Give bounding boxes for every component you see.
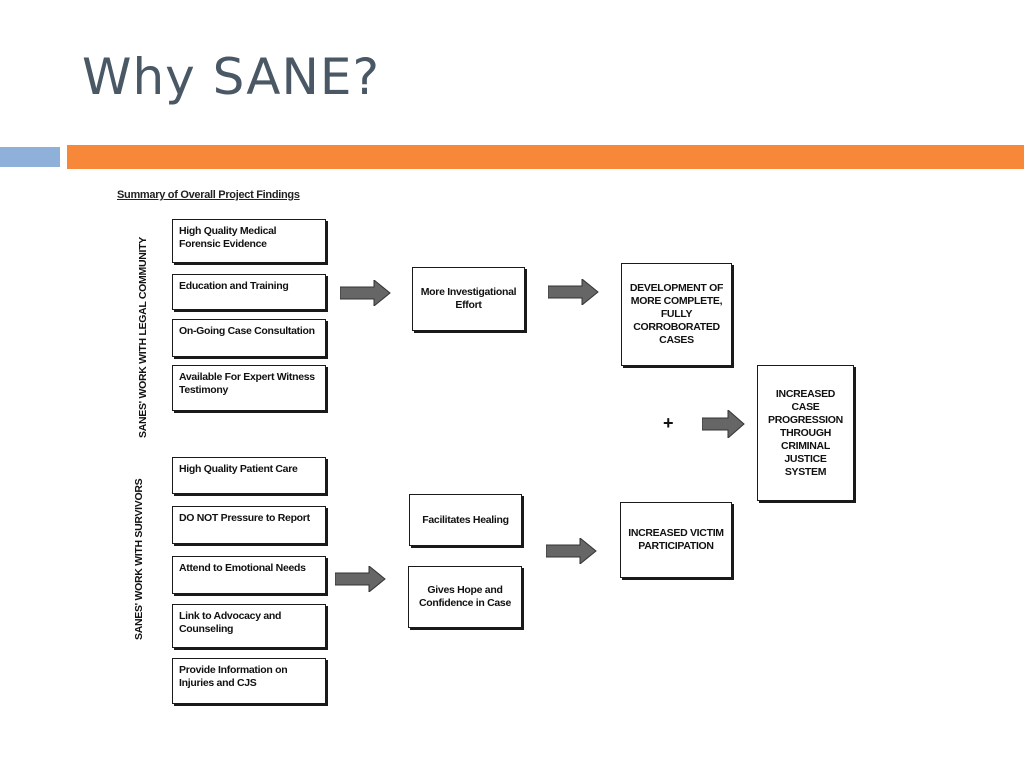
accent-bar-orange — [67, 145, 1024, 169]
arrow-icon — [546, 538, 597, 564]
survivor-item-patient-care: High Quality Patient Care — [172, 457, 326, 494]
box-facilitates-healing: Facilitates Healing — [409, 494, 522, 546]
legal-item-forensic-evidence: High Quality Medical Forensic Evidence — [172, 219, 326, 263]
box-case-progression: INCREASED CASE PROGRESSION THROUGH CRIMI… — [757, 365, 854, 501]
legal-item-education-training: Education and Training — [172, 274, 326, 310]
box-corroborated-cases: DEVELOPMENT OF MORE COMPLETE, FULLY CORR… — [621, 263, 732, 366]
box-investigational-effort: More Investigational Effort — [412, 267, 525, 331]
box-gives-hope: Gives Hope and Confidence in Case — [408, 566, 522, 628]
arrow-icon — [340, 280, 391, 306]
survivor-item-emotional-needs: Attend to Emotional Needs — [172, 556, 326, 594]
slide-title: Why SANE? — [82, 48, 381, 106]
arrow-icon — [548, 279, 599, 305]
legal-item-case-consultation: On-Going Case Consultation — [172, 319, 326, 357]
survivor-item-no-pressure: DO NOT Pressure to Report — [172, 506, 326, 544]
survivor-item-advocacy: Link to Advocacy and Counseling — [172, 604, 326, 648]
arrow-icon — [335, 566, 386, 592]
plus-sign: + — [663, 413, 674, 433]
survivor-item-information: Provide Information on Injuries and CJS — [172, 658, 326, 704]
summary-heading: Summary of Overall Project Findings — [117, 189, 300, 201]
accent-bar-blue — [0, 147, 60, 167]
legal-item-expert-testimony: Available For Expert Witness Testimony — [172, 365, 326, 411]
group-label-legal: SANES' WORK WITH LEGAL COMMUNITY — [137, 237, 149, 438]
group-label-survivors: SANES' WORK WITH SURVIVORS — [133, 478, 145, 640]
box-victim-participation: INCREASED VICTIM PARTICIPATION — [620, 502, 732, 578]
arrow-icon — [702, 410, 745, 438]
